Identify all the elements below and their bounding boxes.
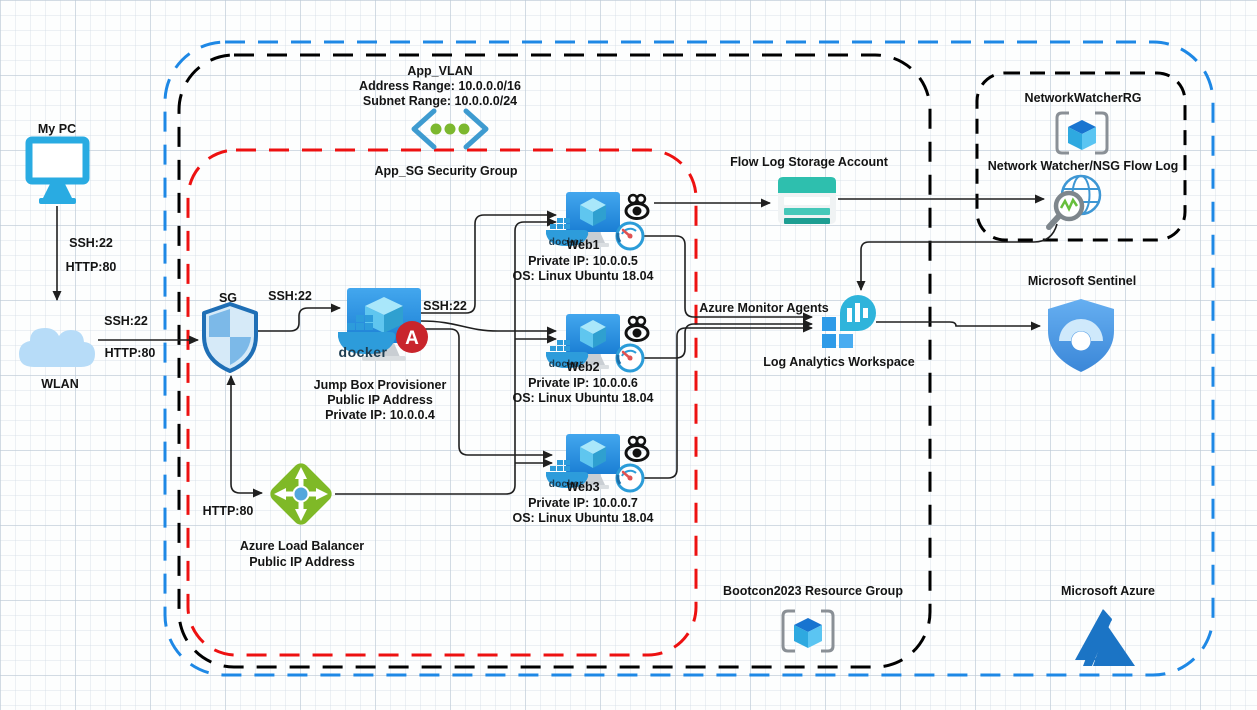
- my-pc-label: My PC: [37, 122, 77, 136]
- jump-box-public-ip: Public IP Address: [327, 393, 433, 407]
- edge-label-wlan-ssh: SSH:22: [104, 314, 148, 328]
- edge-lb-web1: [335, 217, 557, 495]
- edge-sg-loadbalancer: [226, 375, 263, 498]
- storage-account-icon: [778, 177, 836, 224]
- web3-private-ip: Private IP: 10.0.0.7: [528, 495, 638, 510]
- web2-name: Web2: [566, 360, 600, 374]
- web3-os: OS: Linux Ubuntu 18.04: [512, 511, 654, 525]
- sg-label: SG: [218, 291, 238, 305]
- web2-label: Web2 Private IP: 10.0.0.6 OS: Linux Ubun…: [513, 360, 654, 407]
- ansible-logo: A: [396, 321, 428, 353]
- docker-wordmark-web2: docker: [548, 359, 584, 370]
- edge-web1-loganalytics: [644, 235, 813, 322]
- load-balancer-label: Azure Load Balancer Public IP Address: [240, 538, 364, 570]
- networkwatcher-resource-group-icon: [1055, 111, 1109, 155]
- networkwatcher-rg-label: NetworkWatcherRG: [1024, 91, 1142, 105]
- jump-box-icon: A: [338, 288, 428, 361]
- security-group-boundary: [186, 148, 698, 657]
- vnet-boundary: [177, 53, 932, 669]
- edge-label-jump-webs-ssh: SSH:22: [423, 299, 467, 313]
- microsoft-azure-label: Microsoft Azure: [1061, 584, 1155, 598]
- edge-web2-loganalytics: [644, 319, 813, 359]
- log-analytics-icon: [822, 295, 876, 348]
- web1-label: Web1 Private IP: 10.0.0.5 OS: Linux Ubun…: [513, 238, 654, 285]
- edge-web3-loganalytics: [644, 323, 813, 479]
- sentinel-label: Microsoft Sentinel: [1027, 274, 1137, 288]
- lb-title: Azure Load Balancer: [239, 539, 365, 553]
- svg-text:A: A: [405, 328, 419, 349]
- docker-logo: [338, 315, 396, 354]
- edge-label-wlan-http: HTTP:80: [104, 346, 156, 360]
- edge-sg-jumpbox: [256, 303, 341, 332]
- security-group-icon: [202, 302, 258, 373]
- edge-loganalytics-sentinel: [876, 321, 1041, 331]
- jump-box-label: Jump Box Provisioner Public IP Address P…: [314, 378, 447, 423]
- web1-os: OS: Linux Ubuntu 18.04: [512, 269, 654, 283]
- app-sg-label: App_SG Security Group: [374, 164, 518, 178]
- edge-networkwatcher-loganalytics: [856, 223, 1058, 291]
- edge-jumpbox-web1: [421, 210, 557, 314]
- log-analytics-label: Log Analytics Workspace: [763, 355, 915, 369]
- docker-wordmark-jumpbox: docker: [338, 344, 388, 360]
- edge-label-pc-ssh: SSH:22: [69, 236, 113, 250]
- sentinel-icon: [1048, 299, 1114, 372]
- jump-box-private-ip: Private IP: 10.0.0.4: [325, 408, 435, 422]
- azure-logo: [1075, 609, 1135, 666]
- wlan-cloud-icon: [19, 328, 95, 367]
- load-balancer-icon: [270, 463, 332, 525]
- web1-name: Web1: [566, 238, 600, 252]
- docker-wordmark-web3: docker: [548, 479, 584, 490]
- edge-jumpbox-web2: [420, 320, 557, 336]
- edge-label-sg-jump-ssh: SSH:22: [268, 289, 312, 303]
- app-vlan-subnet-range: Subnet Range: 10.0.0.0/24: [362, 94, 518, 108]
- docker-wordmark-web1: docker: [548, 237, 584, 248]
- bootcon-resource-group-icon: [781, 609, 835, 653]
- vnet-icon: [411, 108, 489, 150]
- edge-label-lb-http: HTTP:80: [202, 504, 254, 518]
- network-watcher-icon: [1046, 174, 1102, 230]
- flow-log-storage-label: Flow Log Storage Account: [730, 155, 888, 169]
- web2-os: OS: Linux Ubuntu 18.04: [512, 391, 654, 405]
- bootcon-rg-label: Bootcon2023 Resource Group: [723, 584, 903, 598]
- wlan-label: WLAN: [41, 377, 79, 391]
- web1-private-ip: Private IP: 10.0.0.5: [528, 253, 638, 268]
- network-watcher-rg-boundary: [975, 71, 1187, 242]
- app-vlan-label: App_VLAN Address Range: 10.0.0.0/16 Subn…: [359, 64, 521, 109]
- lb-public-ip: Public IP Address: [249, 555, 355, 569]
- azure-monitor-agents-label: Azure Monitor Agents: [699, 301, 829, 315]
- azure-boundary: [163, 40, 1215, 677]
- connectors: [52, 194, 1058, 498]
- web3-name: Web3: [566, 480, 600, 494]
- web3-label: Web3 Private IP: 10.0.0.7 OS: Linux Ubun…: [513, 480, 654, 527]
- app-vlan-title: App_VLAN: [407, 64, 473, 78]
- jump-box-title: Jump Box Provisioner: [313, 378, 447, 392]
- web2-private-ip: Private IP: 10.0.0.6: [528, 375, 638, 390]
- edge-label-pc-http: HTTP:80: [65, 260, 117, 274]
- network-watcher-label: Network Watcher/NSG Flow Log: [987, 159, 1179, 173]
- edge-jumpbox-web3: [421, 328, 553, 460]
- app-vlan-address-range: Address Range: 10.0.0.0/16: [359, 79, 521, 93]
- my-pc-icon: [25, 136, 90, 204]
